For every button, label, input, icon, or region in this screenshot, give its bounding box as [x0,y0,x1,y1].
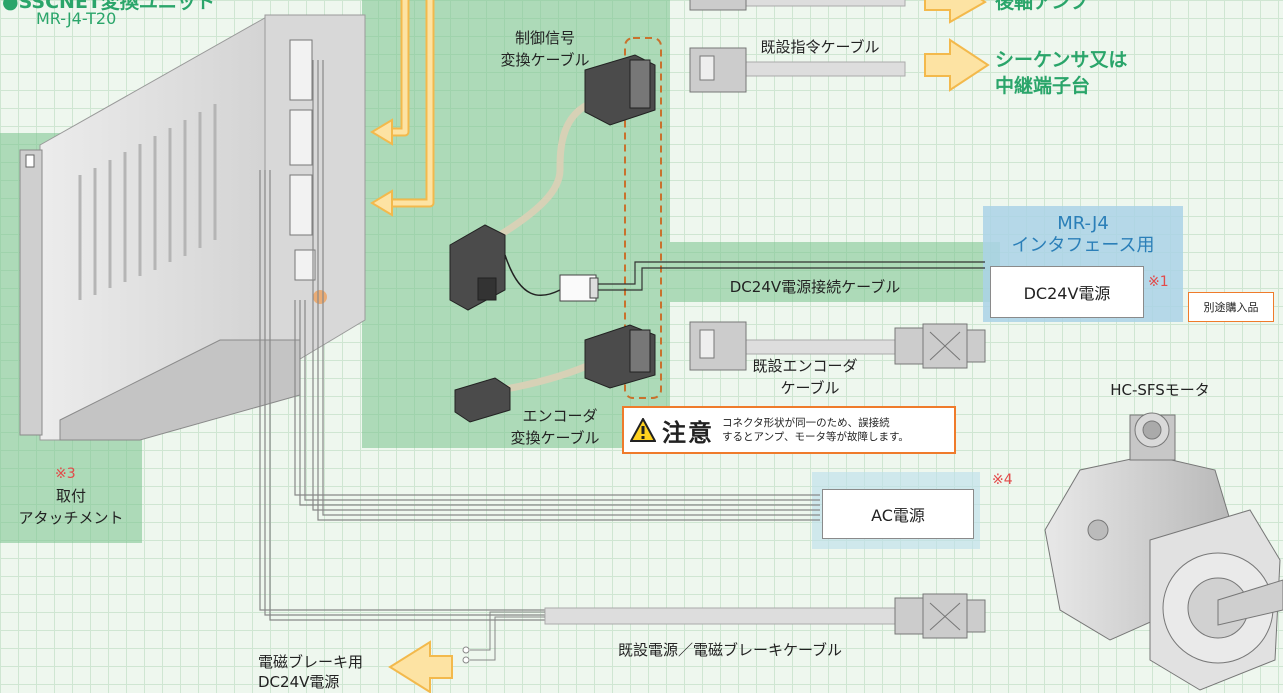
separate-purchase-badge: 別途購入品 [1188,292,1274,322]
sequencer-label-2: 中継端子台 [995,75,1091,97]
attachment-label-2: アタッチメント [18,509,124,527]
command-cable [739,61,906,77]
sscnet-unit [19,14,366,441]
warning-icon [630,418,656,442]
mrj4-note: ※1 [1148,274,1169,290]
rear-cable [739,0,906,7]
arrow-rear-amp [924,0,987,24]
hc-sfs-motor [1044,412,1283,691]
control-plug [449,224,506,311]
encoder-motor-connector [894,323,986,369]
ac-power-box: AC電源 [822,489,974,539]
mrj4-title-1: MR-J4 [1057,213,1109,234]
power-brake-cable-label: 既設電源／電磁ブレーキケーブル [617,641,843,659]
arrow-sequencer [924,38,990,92]
control-conv-label-1: 制御信号 [514,29,575,47]
existing-encoder-label-1: 既設エンコーダ [752,357,858,375]
command-cable-label: 既設指令ケーブル [760,38,880,56]
caution-title: 注意 [662,418,714,447]
encoder-conv-label-1: エンコーダ [522,407,598,425]
power-connector [894,593,986,639]
control-connector [584,54,656,126]
encoder-conv-label-2: 変換ケーブル [510,429,600,447]
command-connector [689,47,747,93]
dc24v-power-label: DC24V電源 [1023,284,1111,303]
ac-power-label: AC電源 [871,506,925,525]
caution-box: 注意 コネクタ形状が同一のため、誤接続 するとアンプ、モータ等が故障します。 [622,406,956,454]
existing-encoder-label-2: ケーブル [780,379,840,397]
unit-wires [259,60,820,621]
rear-connector [689,0,747,11]
arrow-left-head-2 [370,189,393,217]
existing-encoder-connector [689,321,747,371]
unit-model: MR-J4-T20 [36,9,117,28]
power-brake-cable [544,607,901,625]
dc24v-band [670,242,1000,302]
dc24v-power-box: DC24V電源 [990,266,1144,318]
attachment-note: ※3 [55,466,76,482]
ac-note: ※4 [992,472,1013,488]
signal-arrows [385,0,435,208]
control-cable [498,96,602,238]
rear-amp-label: 後軸アンプ [995,0,1089,13]
encoder-plug [454,377,511,423]
connector-dashed-outline [624,37,662,399]
mrj4-title-2: インタフェース用 [1011,235,1155,256]
existing-encoder-cable [739,339,906,355]
dc24v-small-connector [559,274,599,302]
dc24v-cable-label: DC24V電源接続ケーブル [729,278,901,296]
arrow-left-head-1 [370,118,393,146]
unit-title: ●SSCNET変換ユニット [2,0,215,13]
brake-power-label-1: 電磁ブレーキ用 [258,653,364,671]
motor-label: HC-SFSモータ [1110,381,1210,399]
caution-line-1: コネクタ形状が同一のため、誤接続 [722,417,890,429]
dc24v-wires [598,261,985,291]
caution-text: コネクタ形状が同一のため、誤接続 するとアンプ、モータ等が故障します。 [722,416,909,444]
attachment-label-1: 取付 [55,487,86,505]
dc24v-small-wire [504,254,561,297]
control-conv-label-2: 変換ケーブル [500,51,590,69]
caution-line-2: するとアンプ、モータ等が故障します。 [722,431,909,443]
encoder-connector [584,324,656,389]
separate-purchase-label: 別途購入品 [1203,301,1259,314]
brake-power-label-2: DC24V電源 [258,673,340,691]
arrow-brake-power [388,640,453,693]
brake-power-wires [470,611,545,661]
sequencer-label-1: シーケンサ又は [995,49,1128,71]
